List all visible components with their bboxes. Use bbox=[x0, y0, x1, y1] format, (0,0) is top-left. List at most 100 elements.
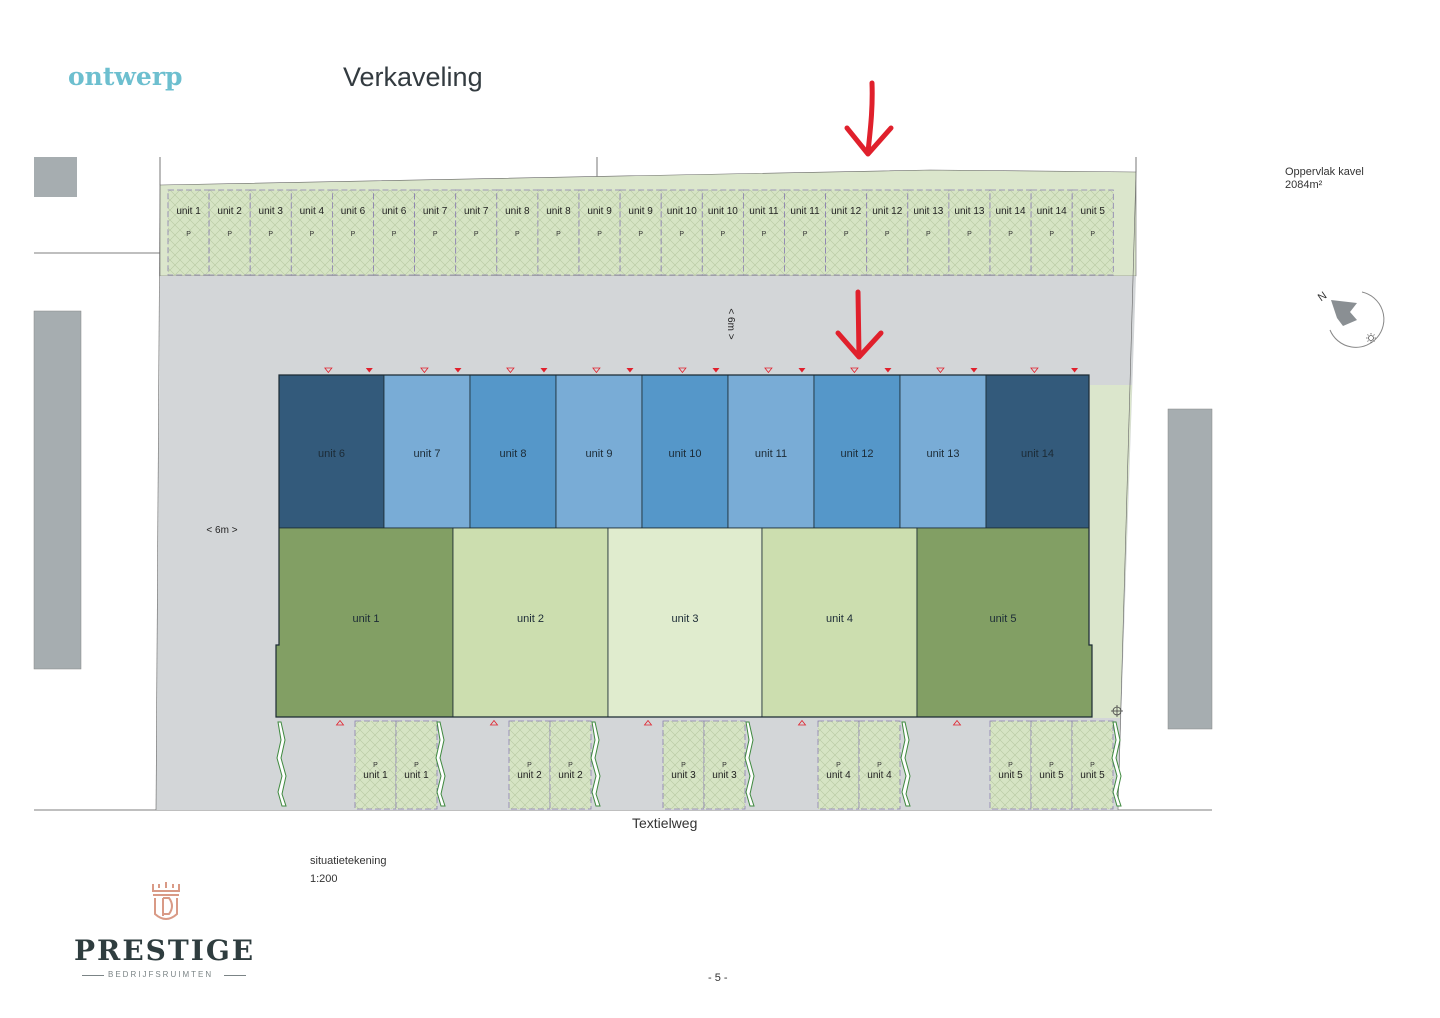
parking-mark: P bbox=[681, 762, 686, 769]
door-marker-icon bbox=[454, 368, 462, 373]
door-marker-icon bbox=[678, 367, 687, 374]
parking-mark: P bbox=[1090, 231, 1095, 238]
parking-space bbox=[455, 189, 498, 276]
parking-space bbox=[537, 189, 580, 276]
hedge bbox=[1111, 721, 1122, 807]
red-arrow-icon bbox=[835, 289, 884, 360]
parking-mark: P bbox=[568, 762, 573, 769]
parking-space bbox=[1071, 189, 1114, 276]
parking-space-label: unit 1 bbox=[363, 770, 388, 781]
door-marker-icon bbox=[952, 719, 962, 726]
parking-mark: P bbox=[1008, 762, 1013, 769]
parking-mark: P bbox=[186, 231, 191, 238]
unit-label: unit 12 bbox=[840, 448, 873, 460]
door-marker-icon bbox=[884, 368, 892, 373]
parking-mark: P bbox=[351, 231, 356, 238]
parking-space bbox=[703, 720, 746, 810]
parking-space-label: unit 9 bbox=[587, 206, 612, 217]
door-marker-icon bbox=[365, 368, 373, 373]
parking-mark: P bbox=[1049, 762, 1054, 769]
hedge bbox=[744, 721, 755, 807]
parking-mark: P bbox=[967, 231, 972, 238]
parking-space-label: unit 5 bbox=[1039, 770, 1064, 781]
parking-space bbox=[989, 720, 1032, 810]
parking-mark: P bbox=[474, 231, 479, 238]
parking-space bbox=[496, 189, 539, 276]
unit-label: unit 1 bbox=[353, 613, 380, 625]
parking-mark: P bbox=[721, 231, 726, 238]
parking-space-label: unit 12 bbox=[872, 206, 902, 217]
unit-block bbox=[761, 527, 918, 718]
door-marker-icon bbox=[506, 367, 515, 374]
parking-mark: P bbox=[877, 762, 882, 769]
door-marker-icon bbox=[335, 719, 345, 726]
parking-mark: P bbox=[836, 762, 841, 769]
parking-space bbox=[549, 720, 592, 810]
neighbour-building bbox=[1167, 408, 1213, 730]
logo-subtitle: BEDRIJFSRUIMTEN bbox=[108, 970, 214, 979]
parking-mark: P bbox=[556, 231, 561, 238]
parking-space-label: unit 1 bbox=[176, 206, 201, 217]
parking-space-label: unit 10 bbox=[667, 206, 697, 217]
parking-space-label: unit 9 bbox=[628, 206, 653, 217]
parking-mark: P bbox=[527, 762, 532, 769]
parking-space-label: unit 1 bbox=[404, 770, 429, 781]
door-marker-icon bbox=[1071, 368, 1079, 373]
logo-divider bbox=[224, 975, 246, 976]
section-label: ontwerp bbox=[68, 62, 183, 91]
door-markers-north bbox=[324, 367, 1079, 374]
parking-space-label: unit 11 bbox=[790, 206, 820, 217]
parking-space-label: unit 8 bbox=[546, 206, 571, 217]
unit-block bbox=[985, 374, 1090, 529]
parking-space-label: unit 4 bbox=[867, 770, 892, 781]
unit-label: unit 14 bbox=[1021, 448, 1054, 460]
parking-space-label: unit 11 bbox=[749, 206, 779, 217]
parking-space-label: unit 4 bbox=[826, 770, 851, 781]
parking-space bbox=[817, 720, 860, 810]
parking-mark: P bbox=[1090, 762, 1095, 769]
plot-area-info: Oppervlak kavel 2084m² bbox=[1285, 166, 1364, 192]
parking-space bbox=[167, 189, 210, 276]
logo-divider bbox=[82, 975, 104, 976]
parking-space-label: unit 13 bbox=[954, 206, 984, 217]
parking-space-label: unit 7 bbox=[423, 206, 448, 217]
hedge bbox=[276, 721, 287, 807]
unit-label: unit 10 bbox=[668, 448, 701, 460]
unit-block bbox=[452, 527, 609, 718]
parking-space bbox=[508, 720, 551, 810]
parking-space-label: unit 12 bbox=[831, 206, 861, 217]
door-marker-icon bbox=[643, 719, 653, 726]
parking-space bbox=[662, 720, 705, 810]
parking-space bbox=[249, 189, 292, 276]
parking-space-label: unit 7 bbox=[464, 206, 489, 217]
sun-icon bbox=[1366, 333, 1376, 343]
parking-space-label: unit 3 bbox=[671, 770, 696, 781]
parking-mark: P bbox=[762, 231, 767, 238]
parking-mark: P bbox=[803, 231, 808, 238]
door-marker-icon bbox=[712, 368, 720, 373]
drawing-scale: 1:200 bbox=[310, 873, 338, 885]
parking-mark: P bbox=[1049, 231, 1054, 238]
hedge bbox=[590, 721, 601, 807]
parking-space bbox=[290, 189, 333, 276]
green-zone-east bbox=[1090, 385, 1132, 718]
parking-space-label: unit 3 bbox=[712, 770, 737, 781]
unit-label: unit 3 bbox=[672, 613, 699, 625]
parking-space bbox=[414, 189, 457, 276]
parking-space-label: unit 2 bbox=[558, 770, 583, 781]
parking-space bbox=[208, 189, 251, 276]
hedge bbox=[435, 721, 446, 807]
page-number: - 5 - bbox=[708, 972, 728, 984]
parking-space-label: unit 10 bbox=[708, 206, 738, 217]
parking-space-label: unit 8 bbox=[505, 206, 530, 217]
parking-space-label: unit 5 bbox=[1080, 770, 1105, 781]
parking-mark: P bbox=[679, 231, 684, 238]
parking-space bbox=[907, 189, 950, 276]
hedge bbox=[900, 721, 911, 807]
parking-mark: P bbox=[515, 231, 520, 238]
parking-mark: P bbox=[926, 231, 931, 238]
parking-space-label: unit 5 bbox=[1081, 206, 1106, 217]
parking-space-label: unit 13 bbox=[913, 206, 943, 217]
door-marker-icon bbox=[798, 368, 806, 373]
parking-space bbox=[395, 720, 438, 810]
